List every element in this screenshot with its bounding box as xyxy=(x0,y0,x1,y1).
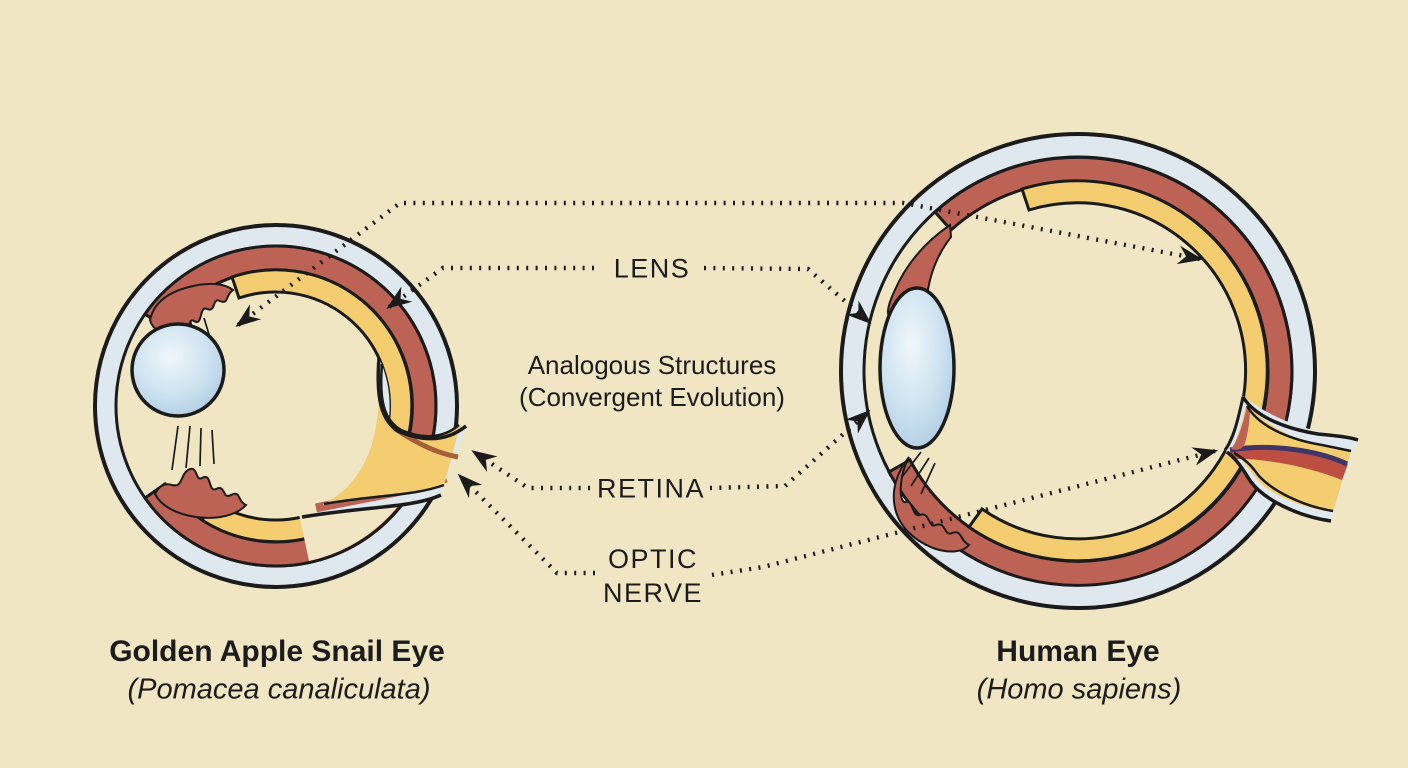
snail-lens xyxy=(130,322,226,418)
human-lens xyxy=(878,286,956,450)
diagram-title-line2: (Convergent Evolution) xyxy=(519,382,785,412)
human-retina-layer xyxy=(966,179,1269,563)
human-ciliary-body-lower xyxy=(892,451,971,553)
diagram-title-line1: Analogous Structures xyxy=(527,350,777,380)
snail-optic-nerve xyxy=(301,357,468,519)
diagram-title: Analogous Structures (Convergent Evoluti… xyxy=(519,349,785,413)
lens-label: LENS xyxy=(613,253,691,284)
retina-arrow-to-snail xyxy=(471,450,590,491)
optic-nerve-label-line1: OPTIC xyxy=(607,544,699,574)
retina-arrow-to-human xyxy=(709,409,871,491)
human-eye-species: (Homo sapiens) xyxy=(976,673,1182,706)
cross-connector-arrow xyxy=(235,200,1204,327)
lens-arrow-to-snail xyxy=(386,265,594,309)
snail-eye-caption: Golden Apple Snail Eye xyxy=(109,635,445,668)
human-optic-nerve xyxy=(1223,396,1359,523)
human-eye-illustration xyxy=(839,132,1359,610)
annotation-arrows xyxy=(235,200,1219,578)
optic-nerve-label: OPTIC NERVE xyxy=(603,542,703,610)
human-eye-caption: Human Eye xyxy=(996,635,1160,668)
optic-nerve-arrow-to-snail xyxy=(457,473,595,576)
retina-label: RETINA xyxy=(596,473,706,504)
optic-nerve-label-line2: NERVE xyxy=(602,578,704,608)
snail-ciliary-body-lower xyxy=(153,425,248,519)
snail-eye-illustration xyxy=(93,223,468,589)
lens-arrow-to-human xyxy=(703,265,872,325)
snail-eye-species: (Pomacea canaliculata) xyxy=(127,673,431,706)
